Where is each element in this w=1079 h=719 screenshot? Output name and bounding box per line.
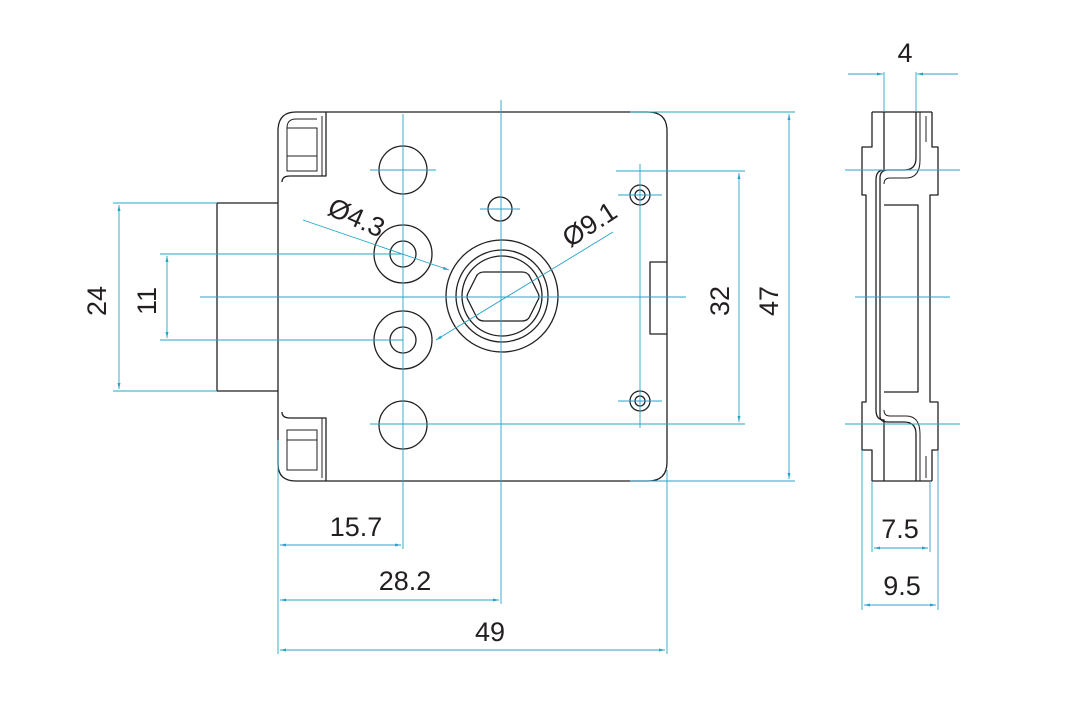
side-frame-left: [861, 112, 873, 481]
side-frame-right: [929, 112, 939, 481]
dim-label-32: 32: [705, 286, 735, 316]
bottom-left-tab: [286, 418, 323, 478]
dim-label-15-7: 15.7: [330, 512, 383, 542]
dim-label-4: 4: [897, 38, 912, 68]
top-left-tab-inner: [286, 118, 317, 129]
dim-label-11: 11: [132, 287, 162, 315]
dim-label-49: 49: [475, 617, 505, 647]
lock-body-outline: [277, 111, 668, 482]
spindle-hub-mid: [455, 249, 549, 343]
dim-label-47: 47: [754, 286, 784, 316]
side-bent-plate-inner: [883, 112, 921, 185]
dim-label-28-2: 28.2: [379, 566, 432, 596]
side-window: [884, 204, 919, 393]
dim-label-24: 24: [82, 286, 112, 316]
right-slot: [649, 261, 667, 335]
top-left-tab: [286, 116, 323, 176]
front-center-lines: [200, 100, 745, 604]
dim-label-d9-1: Ø9.1: [557, 196, 622, 253]
dimension-labels: Ø4.3 Ø9.1 24 11 32 47 15.7 28.2 49 4 7.5…: [82, 38, 921, 647]
spindle-hub-outer: [445, 239, 559, 353]
side-view: [861, 111, 939, 482]
spindle-square-hole: [466, 271, 540, 322]
spindle-hub-inner: [461, 255, 543, 337]
dim-label-9-5: 9.5: [883, 571, 921, 601]
side-dimensions: [845, 72, 960, 610]
dim-label-d4-3: Ø4.3: [324, 192, 390, 243]
side-bent-plate-inner-low: [883, 409, 921, 481]
side-bent-plate: [879, 112, 917, 481]
top-left-notch: [281, 112, 327, 183]
front-view: [216, 111, 668, 482]
bottom-left-notch: [281, 411, 327, 481]
dim-label-7-5: 7.5: [881, 514, 919, 544]
front-dimensions: [113, 111, 795, 654]
